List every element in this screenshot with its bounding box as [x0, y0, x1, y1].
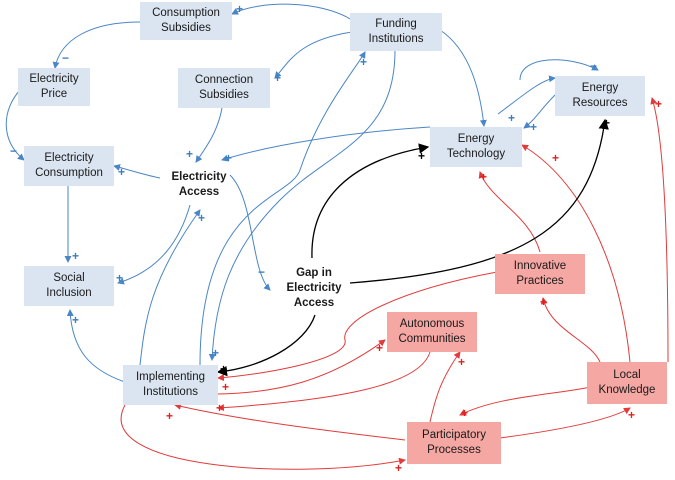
node-energy-resources[interactable]: Energy Resources — [555, 76, 645, 116]
edge-local-knowledge-to-participatory — [459, 384, 601, 416]
black-links — [216, 118, 609, 377]
polarity-plus: + — [418, 149, 426, 163]
edge-implementing-to-funding-a — [199, 51, 366, 366]
node-implementing-institutions[interactable]: Implementing Institutions — [123, 365, 218, 405]
edge-connection-subsidies-to-access — [195, 107, 223, 163]
edge-funding-to-consumption-subsidies — [231, 3, 353, 21]
polarity-plus: + — [540, 295, 548, 309]
polarity-plus: + — [458, 355, 466, 369]
edge-local-knowledge-to-innovative — [540, 297, 601, 363]
polarity-plus: + — [480, 170, 488, 184]
edge-price-to-consumption — [5, 89, 25, 161]
edge-access-to-social-inclusion — [117, 204, 191, 285]
edge-resources-to-technology — [523, 94, 556, 129]
polarity-plus: + — [166, 409, 174, 423]
edge-resources-to-resources-loop — [519, 59, 599, 81]
edge-participatory-to-autonomous — [429, 351, 461, 423]
edge-technology-to-resources — [497, 75, 556, 115]
node-electricity-price[interactable]: Electricity Price — [18, 68, 90, 106]
edge-implementing-to-access — [139, 209, 201, 366]
edge-funding-to-connection-subsidies — [274, 31, 353, 79]
edge-gap-to-resources — [349, 118, 609, 284]
edge-local-knowledge-to-technology — [521, 144, 631, 363]
node-local-knowledge[interactable]: Local Knowledge — [587, 362, 667, 404]
edge-innovative-to-implementing — [217, 271, 498, 382]
polarity-plus: + — [360, 55, 368, 69]
node-autonomous-communities[interactable]: Autonomous Communities — [387, 312, 477, 352]
edge-consumption-subsidies-to-price — [52, 21, 141, 69]
node-consumption-subsidies[interactable]: Consumption Subsidies — [140, 2, 232, 40]
node-social-inclusion[interactable]: Social Inclusion — [24, 266, 114, 306]
polarity-plus: + — [212, 346, 220, 360]
polarity-plus: + — [461, 406, 469, 420]
edge-autonomous-to-implementing — [217, 351, 431, 412]
polarity-minus: − — [10, 144, 18, 158]
polarity-plus: + — [376, 341, 384, 355]
edge-participatory-to-implementing — [174, 402, 406, 441]
red-links — [121, 97, 669, 470]
polarity-plus: + — [236, 2, 244, 16]
edge-technology-to-access — [221, 126, 431, 162]
polarity-plus: + — [655, 97, 663, 111]
polarity-plus: + — [603, 116, 611, 130]
polarity-plus: + — [118, 165, 126, 179]
polarity-plus: + — [116, 271, 124, 285]
node-connection-subsidies[interactable]: Connection Subsidies — [178, 68, 270, 108]
polarity-plus: + — [225, 151, 233, 165]
polarity-plus: + — [222, 380, 230, 394]
polarity-plus: + — [186, 147, 194, 161]
node-electricity-consumption[interactable]: Electricity Consumption — [24, 146, 114, 186]
polarity-plus: + — [395, 461, 403, 475]
node-electricity-access[interactable]: Electricity Access — [171, 171, 227, 198]
polarity-plus: + — [274, 71, 282, 85]
polarity-plus: + — [72, 313, 80, 327]
edge-implementing-to-participatory — [121, 404, 406, 470]
polarity-plus: + — [628, 408, 636, 422]
polarity-plus: + — [530, 120, 538, 134]
node-energy-technology[interactable]: Energy Technology — [430, 127, 522, 167]
edge-funding-to-energy-technology — [439, 29, 487, 127]
polarity-plus: + — [216, 401, 224, 415]
edge-access-to-consumption — [113, 164, 161, 179]
edge-gap-to-technology — [311, 143, 430, 259]
polarity-minus: − — [258, 265, 266, 279]
polarity-plus: + — [552, 151, 560, 165]
edge-local-knowledge-to-resources — [650, 97, 669, 363]
polarity-plus: + — [198, 211, 206, 225]
edge-implementing-to-social-inclusion — [66, 309, 126, 383]
edge-access-to-gap — [229, 174, 271, 291]
edge-participatory-to-local-knowledge — [499, 407, 631, 439]
polarity-plus: + — [72, 249, 80, 263]
node-funding-institutions[interactable]: Funding Institutions — [350, 13, 442, 51]
edge-implementing-to-autonomous — [217, 339, 386, 395]
node-participatory-processes[interactable]: Participatory Processes — [407, 422, 501, 464]
polarity-plus: + — [220, 362, 228, 376]
node-innovative-practices[interactable]: Innovative Practices — [495, 254, 585, 294]
polarity-plus: + — [508, 111, 516, 125]
edge-innovative-to-technology — [478, 171, 541, 253]
edge-funding-to-implementing-b — [208, 49, 396, 361]
polarity-minus: − — [590, 59, 598, 73]
polarity-minus: − — [62, 51, 70, 65]
blue-links — [5, 3, 599, 383]
edge-gap-to-implementing — [216, 314, 316, 377]
node-gap-in-electricity-access[interactable]: Gap in Electricity Access — [286, 266, 342, 309]
